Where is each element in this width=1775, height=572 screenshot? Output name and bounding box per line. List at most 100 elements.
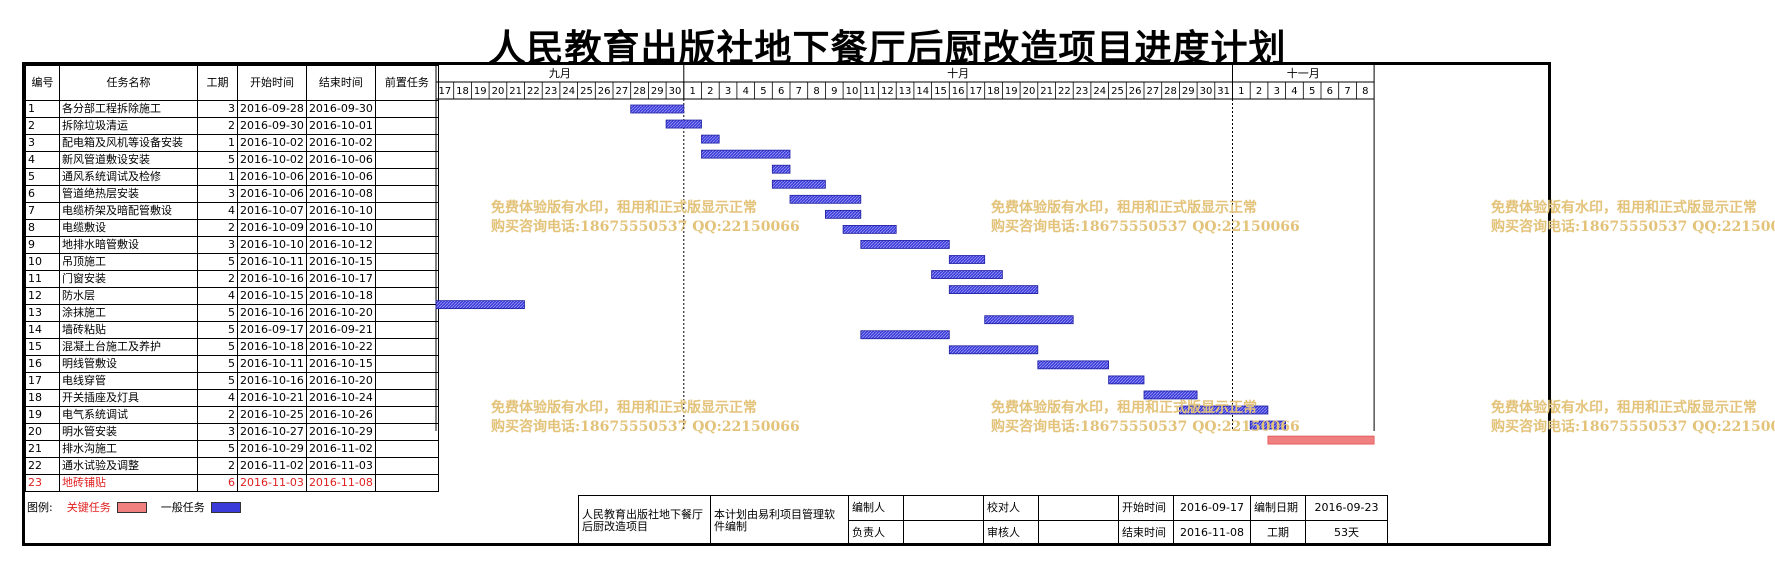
day-label: 24 [1093, 86, 1106, 97]
legend-critical-swatch [116, 501, 147, 513]
footer-owner [903, 520, 984, 546]
footer-table: 人民教育出版社地下餐厅后厨改造项目 本计划由易利项目管理软件编制 编制人 校对人… [578, 495, 1388, 546]
day-label: 23 [545, 86, 558, 97]
day-label: 13 [899, 86, 912, 97]
day-label: 21 [1040, 86, 1053, 97]
legend-critical-label: 关键任务 [66, 501, 111, 514]
task-duration: 4 [197, 389, 238, 407]
task-name: 吊顶施工 [59, 253, 198, 271]
gantt-bar [842, 224, 897, 234]
month-label: 十一月 [1287, 66, 1320, 80]
footer-project: 人民教育出版社地下餐厅后厨改造项目 [578, 495, 711, 546]
task-start: 2016-10-25 [237, 406, 307, 424]
gantt-bar [665, 119, 702, 129]
watermark: 免费体验版有水印，租用和正式版显示正常购买咨询电话:18675550537 QQ… [1491, 200, 1775, 235]
footer-owner-label: 负责人 [848, 520, 904, 546]
task-name: 新风管道敷设安装 [59, 151, 198, 169]
day-label: 26 [598, 86, 611, 97]
month-label: 九月 [549, 67, 571, 80]
day-label: 17 [438, 86, 451, 97]
footer-reviewer [1038, 520, 1119, 546]
day-label: 18 [987, 86, 1000, 97]
gantt-bar [435, 300, 525, 310]
day-label: 6 [1327, 86, 1333, 97]
day-label: 19 [474, 86, 487, 97]
day-label: 27 [615, 86, 628, 97]
day-label: 8 [813, 86, 819, 97]
day-label: 12 [881, 86, 894, 97]
day-label: 19 [1005, 86, 1018, 97]
footer-editor-label: 编制人 [848, 495, 904, 521]
table-header: 编号 任务名称 工期 开始时间 结束时间 前置任务 [25, 65, 439, 101]
day-label: 7 [1344, 86, 1350, 97]
task-start: 2016-10-16 [237, 372, 307, 390]
task-start: 2016-10-27 [237, 423, 307, 441]
gantt-bar [948, 345, 1039, 355]
task-start: 2016-10-11 [237, 253, 307, 271]
day-label: 1 [1238, 86, 1244, 97]
col-end-header: 结束时间 [305, 65, 376, 101]
day-label: 22 [527, 86, 540, 97]
task-name: 排水沟施工 [59, 440, 198, 458]
gantt-bar [771, 164, 791, 174]
task-end: 2016-10-24 [305, 389, 376, 407]
day-label: 28 [1164, 86, 1177, 97]
day-label: 10 [846, 86, 859, 97]
day-label: 8 [1362, 86, 1368, 97]
day-label: 4 [1291, 86, 1297, 97]
gantt-bar [1037, 360, 1109, 370]
gantt-bar [630, 104, 685, 114]
task-end: 2016-10-01 [305, 117, 376, 135]
day-label: 15 [934, 86, 947, 97]
legend-label: 图例: [27, 501, 53, 514]
day-label: 29 [651, 86, 664, 97]
month-label: 十月 [947, 66, 969, 80]
task-duration: 3 [197, 185, 238, 203]
task-start: 2016-10-07 [237, 202, 307, 220]
task-start: 2016-10-21 [237, 389, 307, 407]
gantt-bar [825, 209, 862, 219]
day-label: 25 [580, 86, 593, 97]
footer-reviewer-label: 审核人 [983, 520, 1039, 546]
day-label: 14 [916, 86, 929, 97]
footer-editor [903, 495, 984, 521]
day-label: 11 [863, 86, 876, 97]
task-end: 2016-10-12 [305, 236, 376, 254]
gantt-bar [1267, 435, 1375, 445]
gantt-bar [789, 194, 862, 204]
gantt-bar [860, 330, 950, 340]
day-label: 16 [952, 86, 965, 97]
legend-normal-swatch [210, 501, 241, 513]
task-name: 开关插座及灯具 [59, 389, 198, 407]
day-label: 3 [725, 86, 731, 97]
gantt-bar [948, 285, 1039, 295]
gantt-bar [931, 270, 1003, 279]
footer-checker-label: 校对人 [983, 495, 1039, 521]
gantt-bar [984, 315, 1074, 325]
gantt-bar [948, 255, 986, 264]
watermark: 免费体验版有水印，租用和正式版显示正常购买咨询电话:18675550537 QQ… [991, 400, 1300, 435]
task-id: 23 [25, 474, 60, 492]
task-name: 各分部工程拆除施工 [59, 100, 198, 118]
watermark: 免费体验版有水印，租用和正式版显示正常购买咨询电话:18675550537 QQ… [991, 200, 1300, 235]
legend: 图例: 关键任务 一般任务 [27, 499, 241, 515]
task-end: 2016-10-15 [305, 355, 376, 373]
day-label: 20 [1023, 86, 1036, 97]
day-label: 26 [1129, 86, 1142, 97]
day-label: 2 [1256, 86, 1262, 97]
day-label: 1 [689, 86, 695, 97]
footer-made-label: 编制日期 [1250, 495, 1306, 521]
task-end: 2016-11-08 [305, 474, 376, 492]
day-label: 4 [743, 86, 749, 97]
task-id: 20 [25, 423, 60, 441]
day-label: 20 [492, 86, 505, 97]
day-label: 24 [562, 86, 575, 97]
footer-made: 2016-09-23 [1305, 495, 1388, 521]
